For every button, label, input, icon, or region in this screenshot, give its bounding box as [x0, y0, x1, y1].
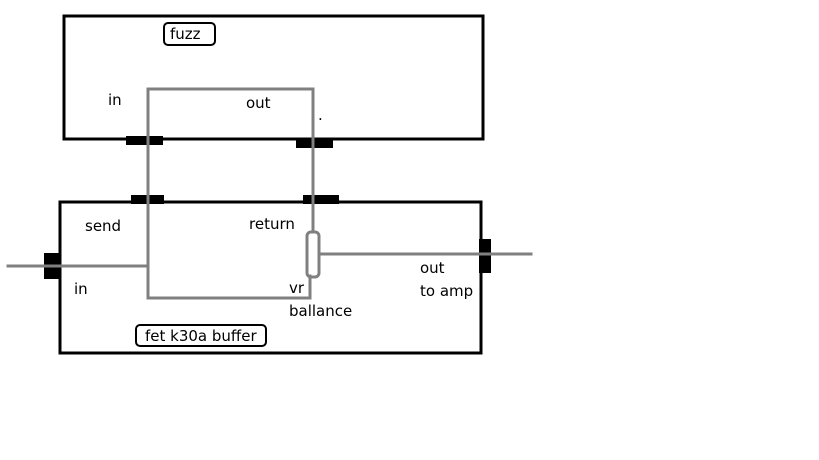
buffer-title: fet k30a buffer	[145, 327, 257, 345]
buffer-return-jack	[303, 195, 339, 204]
buffer-in-label: in	[74, 280, 88, 298]
buffer-to-amp-label: to amp	[420, 282, 473, 300]
fuzz-pedal-box	[62, 14, 485, 141]
vr-ballance-pot	[305, 230, 321, 279]
buffer-vr-label: vr	[289, 279, 305, 297]
fuzz-out-label: out	[246, 94, 271, 112]
buffer-send-label: send	[85, 217, 121, 235]
fuzz-title: fuzz	[170, 25, 201, 43]
buffer-output-jack	[479, 239, 491, 273]
fuzz-in-jack	[126, 136, 163, 145]
wiring	[6, 87, 533, 300]
buffer-out-label: out	[420, 259, 445, 277]
buffer-return-label: return	[249, 215, 295, 233]
fuzz-title-frame	[163, 22, 216, 46]
fuzz-in-label: in	[108, 91, 122, 109]
fuzz-dot-mark: .	[318, 106, 323, 124]
buffer-ballance-label: ballance	[289, 302, 352, 320]
buffer-title-frame	[135, 324, 267, 347]
